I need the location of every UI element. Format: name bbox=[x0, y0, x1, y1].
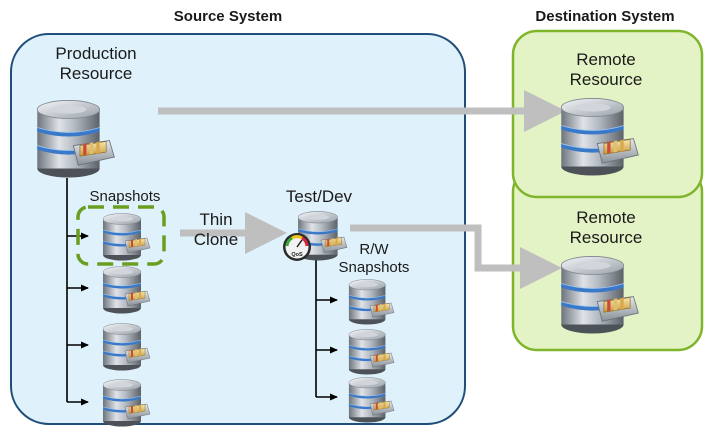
destination-system-title: Destination System bbox=[535, 8, 675, 25]
snapshots-label: Snapshots bbox=[89, 188, 161, 205]
rw-label-line1: R/W bbox=[359, 241, 389, 258]
remote-bottom-label-line1: Remote bbox=[576, 208, 636, 227]
remote-bottom-label-line2: Resource bbox=[569, 228, 643, 248]
replication-arrow-bottom bbox=[350, 224, 562, 289]
production-label-line2: Resource bbox=[59, 64, 133, 84]
remote-top-label-line1: Remote bbox=[576, 50, 636, 69]
rw-label-line2: Snapshots bbox=[338, 259, 410, 276]
remote-top-label-line2: Resource bbox=[569, 70, 643, 90]
thin-clone-label: Thin Clone bbox=[176, 210, 256, 251]
qos-gauge-icon: QoS bbox=[283, 233, 311, 261]
source-system-title: Source System bbox=[173, 8, 283, 25]
rw-snapshot-tree bbox=[315, 260, 338, 401]
thin-clone-line2: Clone bbox=[193, 230, 239, 250]
selected-snapshot-highlight bbox=[76, 205, 166, 266]
remote-resource-label-top: Remote Resource bbox=[546, 50, 666, 91]
qos-badge-text: QoS bbox=[291, 252, 303, 258]
remote-resource-label-bottom: Remote Resource bbox=[546, 208, 666, 249]
rw-snapshots-label: R/W Snapshots bbox=[322, 241, 426, 277]
production-label-line1: Production bbox=[55, 44, 137, 63]
thin-clone-line1: Thin bbox=[199, 210, 233, 229]
production-resource-label: Production Resource bbox=[36, 44, 156, 85]
testdev-label: Test/Dev bbox=[285, 187, 353, 206]
